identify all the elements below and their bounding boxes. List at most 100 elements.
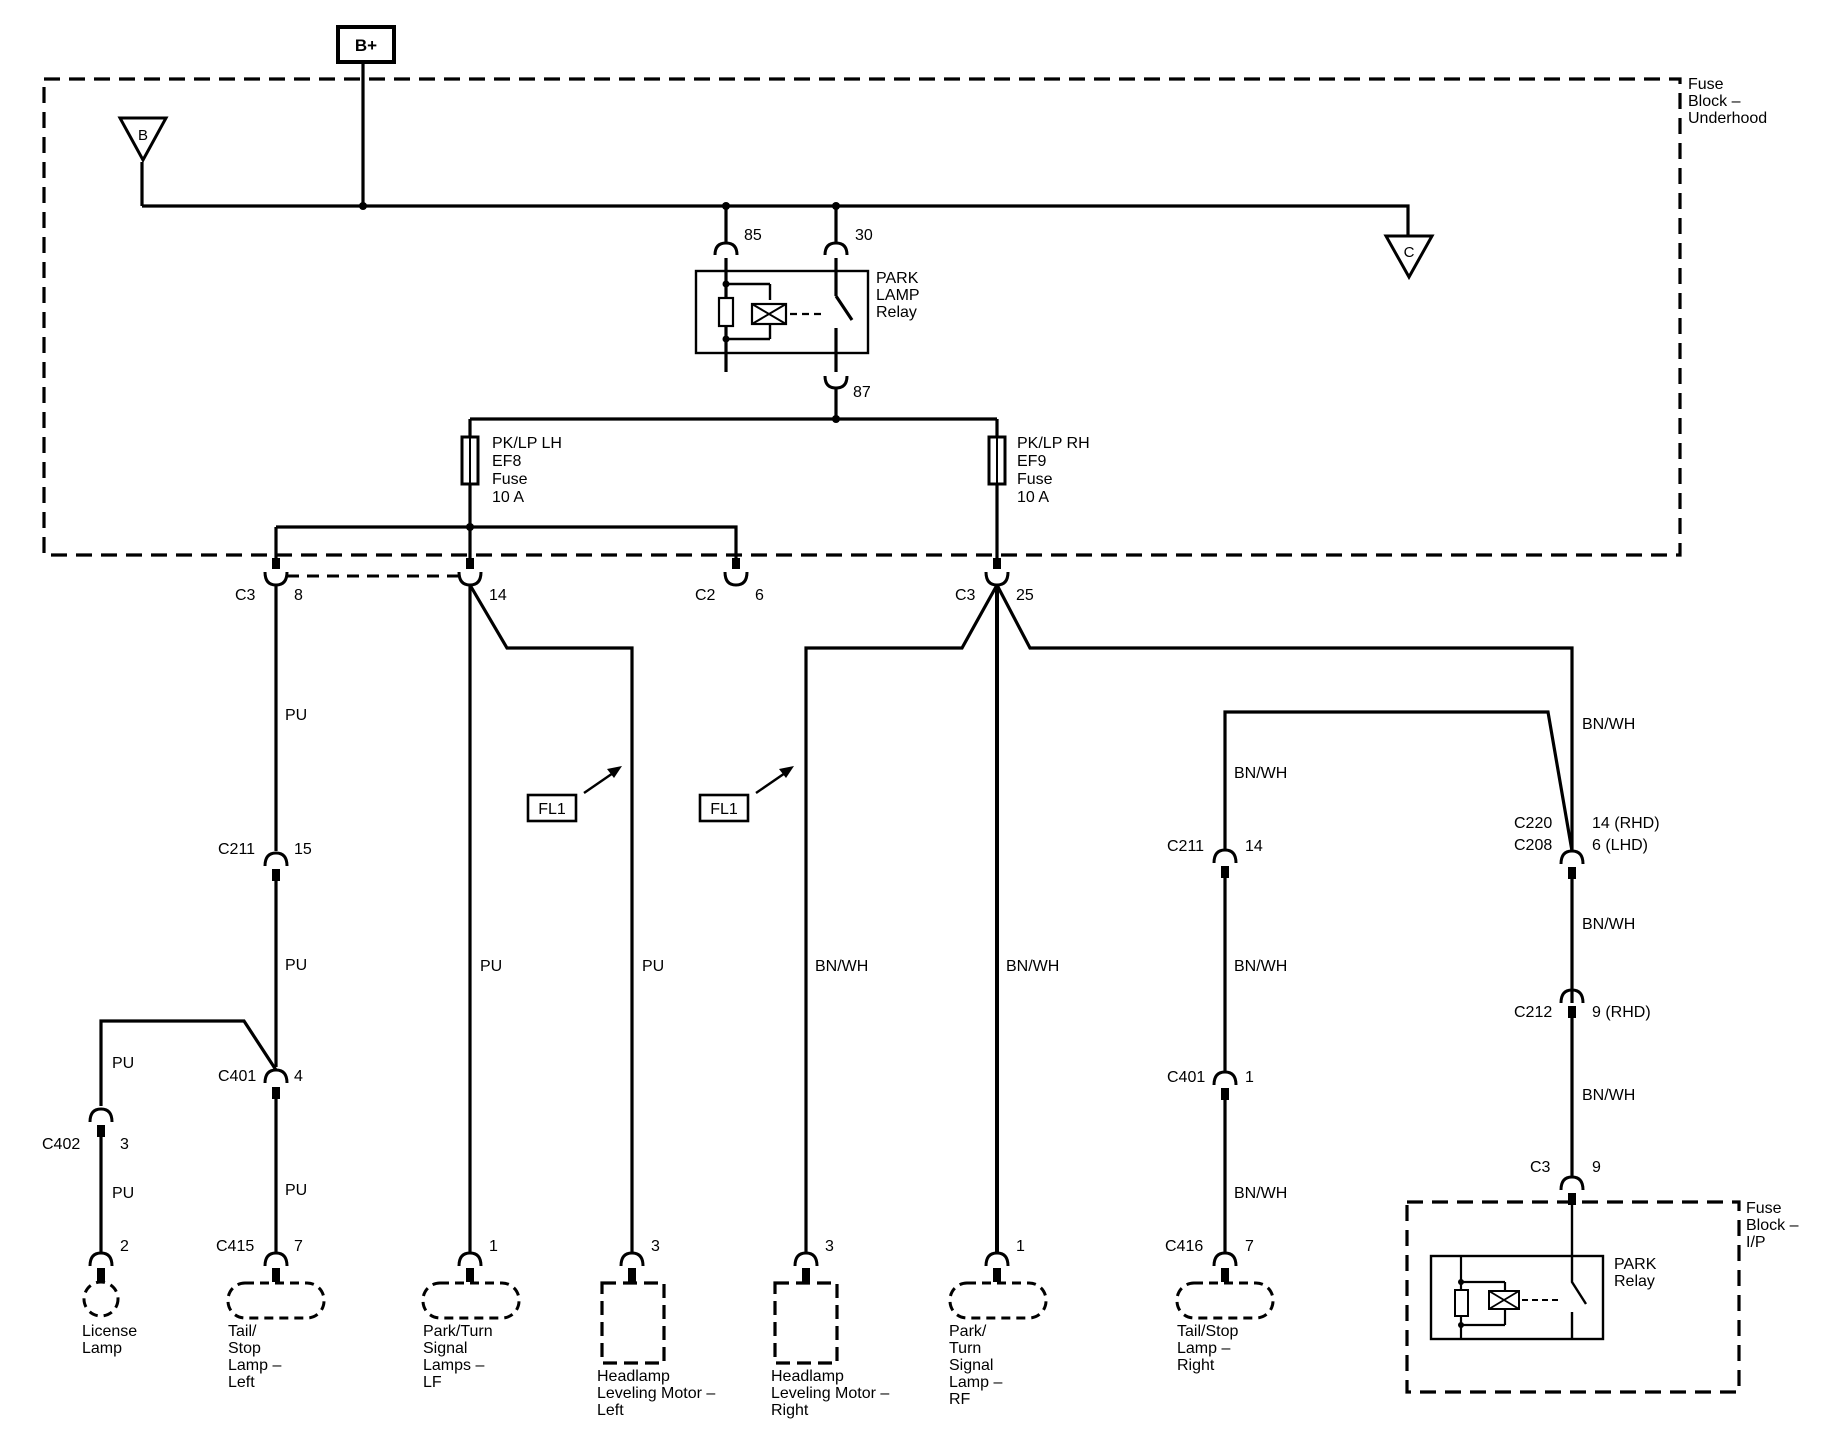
relay-pin-85-label: 85: [744, 227, 762, 244]
c211-15-name: C211: [218, 841, 255, 858]
triangle-c-label: C: [1404, 244, 1415, 261]
fl1-tag-right: [698, 793, 750, 823]
relay-pin-30-label: 30: [855, 227, 873, 244]
bnwh-wire-label-rf: BN/WH: [1006, 958, 1059, 975]
hlm-right-pin: [802, 1268, 810, 1282]
relay-coil-loop: [726, 282, 772, 341]
lf-lamp-cup: [457, 1251, 483, 1267]
license-branch-wire: [99, 1019, 278, 1106]
c402-3-name: C402: [42, 1136, 80, 1153]
c211-15-pin-label: 15: [294, 841, 312, 858]
fuse-block-ip-label: Fuse Block – I/P: [1746, 1200, 1803, 1251]
c211-14-name: C211: [1167, 838, 1204, 855]
fl1-left-arrow: [583, 770, 617, 794]
c416-7-name: C416: [1165, 1238, 1203, 1255]
c3-9-cup: [1559, 1175, 1585, 1191]
c220-pin-label: 14 (RHD): [1592, 815, 1660, 832]
battery-positive-label: B+: [355, 36, 377, 55]
fl1-tag-left: [526, 793, 578, 823]
relay-coil-node-bot: [722, 335, 730, 343]
c401-4-pin: [272, 1087, 280, 1099]
rf-lamp-pin-label: 1: [1016, 1238, 1025, 1255]
tail-stop-left-lamp-icon: [226, 1281, 326, 1320]
bnwh-wire-to-hlm-right: [804, 584, 999, 1253]
relay-30-pin-cup: [823, 241, 849, 256]
c3-14-pin: [466, 558, 474, 569]
hlm-left-pin: [628, 1268, 636, 1282]
fuse-ef9-label: PK/LP RH EF9 Fuse 10 A: [1017, 435, 1094, 506]
license-lamp-cup: [88, 1251, 114, 1267]
hlm-right-label: Headlamp Leveling Motor – Right: [771, 1368, 894, 1419]
c401-1-pin: [1221, 1088, 1229, 1100]
c211-14-pin-label: 14: [1245, 838, 1263, 855]
c3-8-cup: [263, 571, 289, 587]
bnwh-wire-label-hlm-right: BN/WH: [815, 958, 868, 975]
triangle-c-icon: [1383, 234, 1435, 281]
park-turn-lf-label: Park/Turn Signal Lamps – LF: [423, 1323, 497, 1391]
park-relay-resistor-icon: [1454, 1289, 1469, 1317]
fuse-block-underhood-box: [42, 77, 1682, 557]
c415-7-pin-label: 7: [294, 1238, 303, 1255]
tail-stop-right-label: Tail/Stop Lamp – Right: [1177, 1323, 1243, 1374]
pu-wire-label-6: PU: [642, 958, 664, 975]
b-plus-bus-wire: [142, 204, 1410, 236]
c401-1-pin-label: 1: [1245, 1069, 1254, 1086]
bus-splice: [359, 202, 367, 210]
bnwh-wire-to-right-side: [995, 584, 1574, 851]
c3-8-pin-label: 8: [294, 587, 303, 604]
c3-25-pin: [993, 558, 1001, 569]
license-lamp-label: License Lamp: [82, 1323, 142, 1357]
park-turn-rf-lamp-icon: [948, 1281, 1048, 1320]
c2-6-pin-label: 6: [755, 587, 764, 604]
license-lamp-pin: [97, 1268, 105, 1282]
c3-25-name: C3: [955, 587, 976, 604]
c212-9-pin: [1568, 1006, 1576, 1018]
c211-15-cup: [263, 851, 289, 867]
rf-lamp-cup: [984, 1251, 1010, 1267]
battery-positive-box: [336, 25, 396, 64]
bnwh-wire-label-c212: BN/WH: [1582, 1087, 1635, 1104]
c211-15-pin: [272, 869, 280, 881]
park-lamp-relay-box: [694, 269, 870, 355]
hlm-left-cup: [619, 1251, 645, 1267]
c211-14-cup: [1212, 848, 1238, 864]
park-relay-box: [1429, 1254, 1605, 1341]
lf-lamp-pin-label: 1: [489, 1238, 498, 1255]
c401-4-cup: [263, 1068, 289, 1084]
bnwh-wire-to-tail-right: [1223, 710, 1574, 852]
c415-7-name: C415: [216, 1238, 254, 1255]
bnwh-wire-label-c401: BN/WH: [1234, 1185, 1287, 1202]
license-lamp-icon: [82, 1280, 120, 1318]
park-relay-label: PARK Relay: [1614, 1256, 1661, 1290]
c416-7-pin: [1221, 1268, 1229, 1282]
c208-name: C208: [1514, 837, 1552, 854]
park-relay-coil-cross: [1488, 1290, 1520, 1310]
c2-6-cup: [723, 571, 749, 587]
c3-25-pin-label: 25: [1016, 587, 1034, 604]
c212-9-name: C212: [1514, 1004, 1552, 1021]
relay-pin-87-label: 87: [853, 384, 871, 401]
fl1-left-arrowhead: [607, 766, 622, 778]
pu-wire-label-2: PU: [285, 957, 307, 974]
c2-6-name: C2: [695, 587, 716, 604]
pu-wire-label-5: PU: [480, 958, 502, 975]
relay-coil-cross: [751, 303, 787, 325]
hlm-right-cup: [793, 1251, 819, 1267]
lh-branch-bus: [276, 525, 738, 558]
c220-c208-cup: [1559, 849, 1585, 865]
c3-8-pin: [272, 558, 280, 569]
c3-25-cup: [984, 571, 1010, 587]
c402-3-cup: [88, 1107, 114, 1123]
park-turn-rf-label: Park/ Turn Signal Lamp – RF: [949, 1323, 1007, 1408]
c208-pin-label: 6 (LHD): [1592, 837, 1648, 854]
fl1-right-arrow: [755, 770, 789, 794]
c220-c208-pin: [1568, 867, 1576, 879]
headlamp-leveling-motor-left-icon: [600, 1281, 666, 1365]
bnwh-wire-label-c220: BN/WH: [1582, 916, 1635, 933]
c416-7-pin-label: 7: [1245, 1238, 1254, 1255]
tail-stop-right-lamp-icon: [1175, 1281, 1275, 1320]
park-relay-switch: [1570, 1205, 1588, 1339]
fl1-tag-left-label: FL1: [538, 801, 566, 818]
bnwh-wire-label-top-right: BN/WH: [1582, 716, 1635, 733]
